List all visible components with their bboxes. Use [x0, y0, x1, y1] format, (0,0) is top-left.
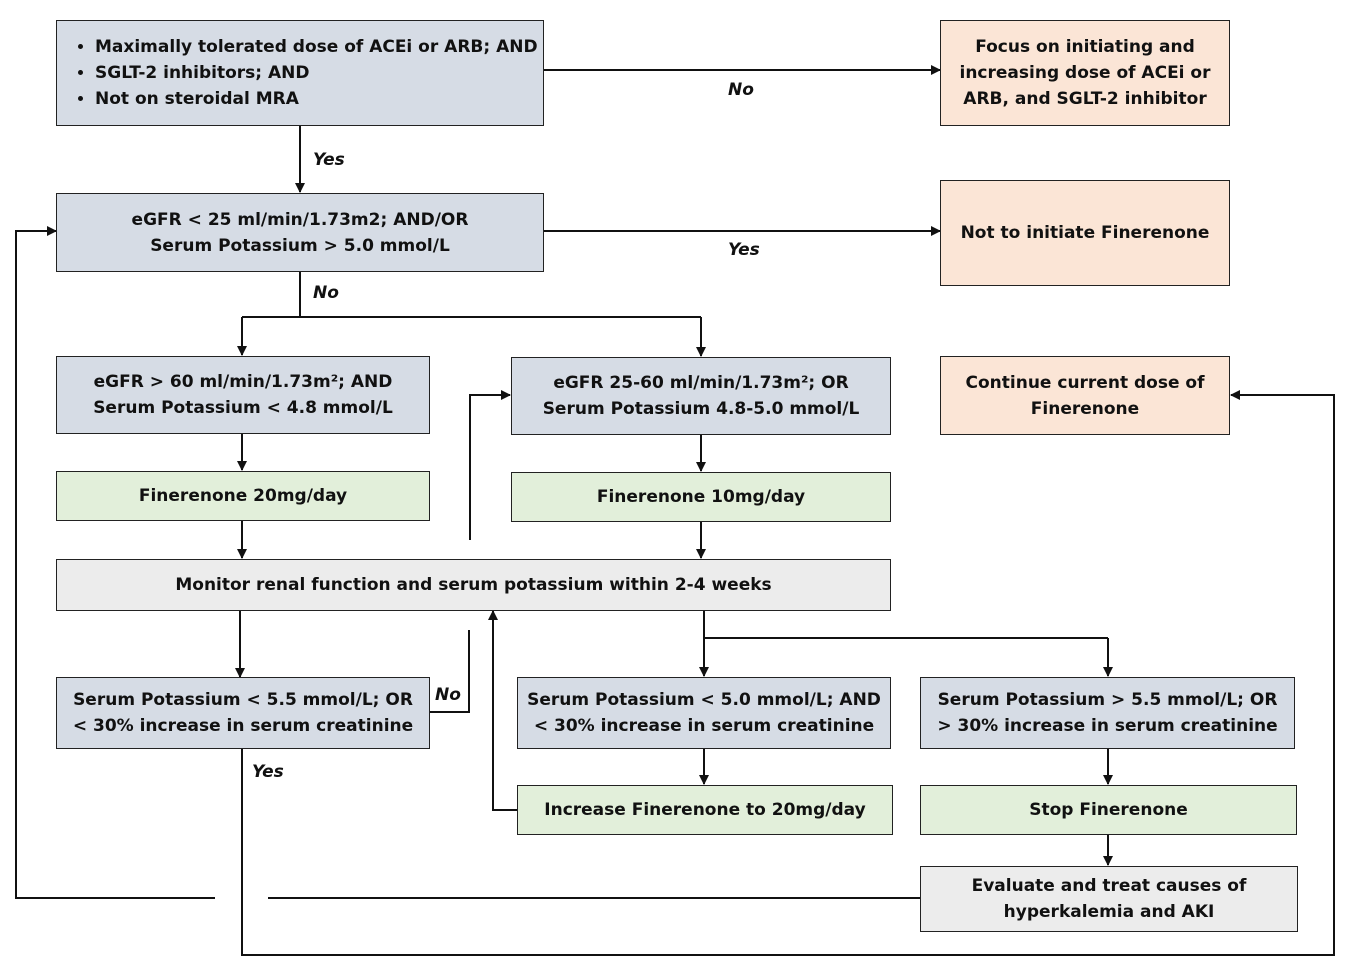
- focus-line: Focus on initiating and: [975, 37, 1195, 57]
- k-lt55-line: Serum Potassium < 5.5 mmol/L; OR: [73, 690, 413, 710]
- label-no-top: No: [728, 80, 754, 100]
- dose20-line: Finerenone 20mg/day: [138, 486, 348, 506]
- increase-box: Increase Finerenone to 20mg/day: [517, 785, 893, 835]
- dose10-line: Finerenone 10mg/day: [596, 487, 806, 507]
- criteria-item: Not on steroidal MRA: [95, 86, 538, 112]
- k-lt55-line: < 30% increase in serum creatinine: [72, 716, 414, 736]
- arrow-increase-to-monitor: [488, 610, 517, 811]
- k-lt55-box: Serum Potassium < 5.5 mmol/L; OR < 30% i…: [56, 677, 430, 749]
- k-gt55-line: Serum Potassium > 5.5 mmol/L; OR: [937, 690, 1278, 710]
- criteria-box: Maximally tolerated dose of ACEi or ARB;…: [56, 20, 544, 126]
- label-yes-top: Yes: [313, 150, 345, 170]
- dose10-box: Finerenone 10mg/day: [511, 472, 891, 522]
- focus-box: Focus on initiating and increasing dose …: [940, 20, 1230, 126]
- egfr-check-line: Serum Potassium > 5.0 mmol/L: [150, 235, 450, 256]
- k-lt50-line: Serum Potassium < 5.0 mmol/L; AND: [527, 690, 881, 710]
- label-no-branch: No: [313, 283, 339, 303]
- line-k-lt55-no: [429, 630, 470, 713]
- egfr-check-line: eGFR < 25 ml/min/1.73m2; AND/OR: [131, 209, 469, 230]
- evaluate-box: Evaluate and treat causes of hyperkalemi…: [920, 866, 1298, 932]
- label-no-monitor: No: [435, 685, 461, 705]
- focus-line: increasing dose of ACEi or: [959, 63, 1211, 83]
- arrow-evaluate-to-egfr: [15, 226, 215, 899]
- label-yes-bottom: Yes: [252, 762, 284, 782]
- focus-line: ARB, and SGLT-2 inhibitor: [963, 89, 1207, 109]
- not-initiate-line: Not to initiate Finerenone: [960, 223, 1210, 243]
- label-yes-not-initiate: Yes: [728, 240, 760, 260]
- criteria-item: Maximally tolerated dose of ACEi or ARB;…: [95, 34, 538, 60]
- increase-line: Increase Finerenone to 20mg/day: [544, 800, 866, 820]
- evaluate-line: Evaluate and treat causes of: [971, 876, 1247, 896]
- stop-box: Stop Finerenone: [920, 785, 1297, 835]
- k-gt55-box: Serum Potassium > 5.5 mmol/L; OR > 30% i…: [920, 677, 1295, 749]
- mid-egfr-box: eGFR 25-60 ml/min/1.73m²; OR Serum Potas…: [511, 357, 891, 435]
- continue-line: Finerenone: [1030, 398, 1140, 419]
- k-lt50-box: Serum Potassium < 5.0 mmol/L; AND < 30% …: [517, 677, 891, 749]
- mid-egfr-line: eGFR 25-60 ml/min/1.73m²; OR: [553, 373, 849, 393]
- k-gt55-line: > 30% increase in serum creatinine: [937, 716, 1278, 736]
- evaluate-line: hyperkalemia and AKI: [1003, 902, 1215, 922]
- egfr-check-box: eGFR < 25 ml/min/1.73m2; AND/OR Serum Po…: [56, 193, 544, 272]
- arrow-yes-to-continue: [241, 390, 1335, 956]
- dose20-box: Finerenone 20mg/day: [56, 471, 430, 521]
- k-lt50-line: < 30% increase in serum creatinine: [533, 716, 875, 736]
- continue-line: Continue current dose of: [965, 372, 1205, 393]
- mid-egfr-line: Serum Potassium 4.8-5.0 mmol/L: [542, 399, 860, 419]
- high-egfr-line: eGFR > 60 ml/min/1.73m²; AND: [93, 372, 393, 392]
- stop-line: Stop Finerenone: [1029, 800, 1188, 820]
- monitor-line: Monitor renal function and serum potassi…: [175, 575, 772, 595]
- monitor-box: Monitor renal function and serum potassi…: [56, 559, 891, 611]
- continue-box: Continue current dose of Finerenone: [940, 356, 1230, 435]
- criteria-item: SGLT-2 inhibitors; AND: [95, 60, 538, 86]
- not-initiate-box: Not to initiate Finerenone: [940, 180, 1230, 286]
- high-egfr-line: Serum Potassium < 4.8 mmol/L: [93, 398, 393, 418]
- high-egfr-box: eGFR > 60 ml/min/1.73m²; AND Serum Potas…: [56, 356, 430, 434]
- arrow-loop-to-mid-egfr: [469, 390, 511, 540]
